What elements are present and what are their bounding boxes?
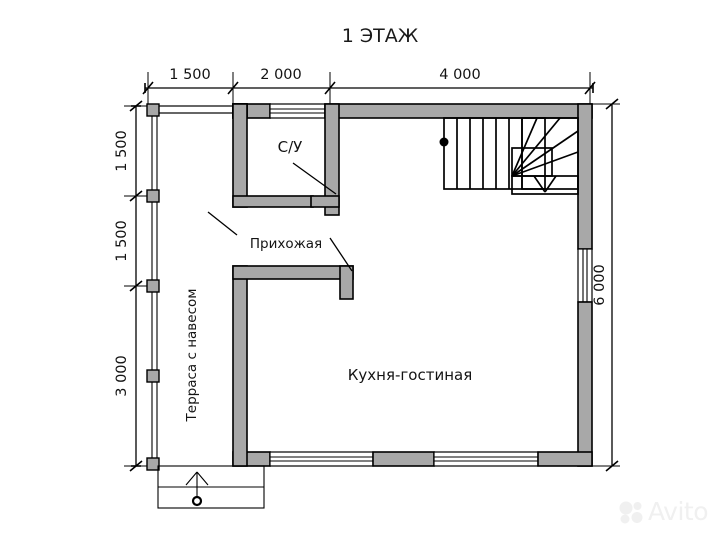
dim-top-1: 1 500 (169, 67, 211, 83)
stair-newel-post (439, 137, 449, 147)
top-dimension-chain: 1 500 2 000 4 000 (142, 67, 596, 104)
entrance-porch (157, 465, 265, 509)
terrace-post (146, 103, 160, 117)
staircase (439, 117, 579, 195)
window-right (577, 248, 593, 303)
room-label-kitchen-living: Кухня-гостиная (348, 366, 472, 384)
leader-lines (207, 162, 353, 272)
room-label-bathroom: С/У (278, 138, 303, 156)
dim-top-2: 2 000 (260, 67, 302, 83)
terrace-post (146, 457, 160, 471)
terrace-post (146, 189, 160, 203)
room-label-terrace: Терраса с навесом (184, 289, 200, 423)
room-label-hallway: Прихожая (250, 236, 322, 252)
interior-partitions (232, 103, 354, 300)
dim-left-1: 1 500 (114, 130, 130, 172)
terrace-post (146, 369, 160, 383)
porch-post (191, 495, 203, 507)
window-bottom-1 (269, 451, 374, 467)
window-top (269, 103, 326, 119)
terrace-area (146, 103, 234, 471)
dim-top-3: 4 000 (439, 67, 481, 83)
dim-left-3: 3 000 (114, 355, 130, 397)
left-dimension-chain: 1 500 1 500 3 000 (114, 100, 150, 472)
page-title: 1 ЭТАЖ (342, 25, 419, 47)
terrace-post (146, 279, 160, 293)
dim-left-2: 1 500 (114, 220, 130, 262)
window-bottom-2 (433, 451, 539, 467)
right-dimension-chain: 6 000 (592, 98, 620, 472)
dim-right-1: 6 000 (592, 264, 608, 306)
